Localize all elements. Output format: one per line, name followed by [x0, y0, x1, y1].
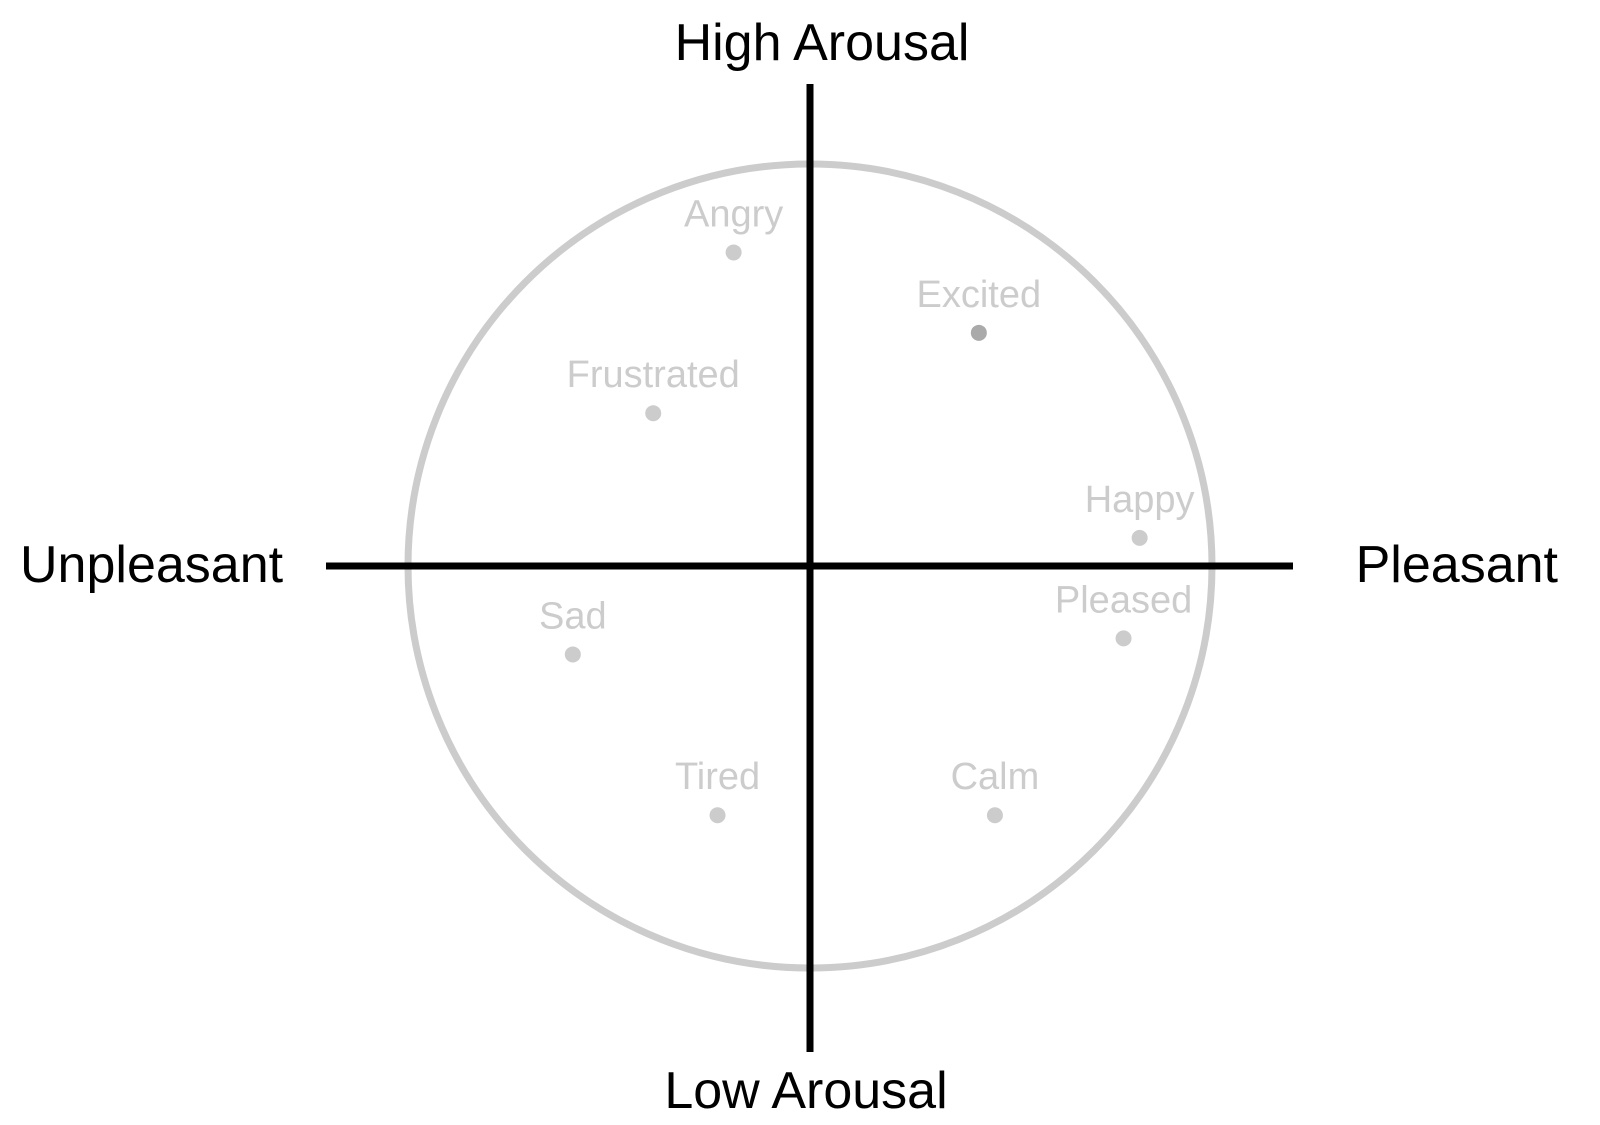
emotion-label-tired: Tired: [675, 756, 760, 798]
emotion-point-angry: [725, 244, 742, 261]
emotion-label-excited: Excited: [917, 274, 1042, 316]
pleasant-label: Pleasant: [1356, 536, 1559, 594]
emotion-point-frustrated: [645, 405, 662, 422]
emotion-label-pleased: Pleased: [1055, 579, 1192, 621]
high-arousal-label: High Arousal: [675, 14, 970, 72]
emotion-label-sad: Sad: [539, 595, 607, 637]
emotion-point-sad: [564, 646, 581, 663]
low-arousal-label: Low Arousal: [664, 1062, 947, 1120]
emotion-point-pleased: [1115, 630, 1132, 647]
emotion-point-happy: [1131, 529, 1148, 546]
emotion-label-angry: Angry: [684, 193, 783, 235]
emotion-label-frustrated: Frustrated: [567, 354, 740, 396]
unpleasant-label: Unpleasant: [20, 536, 284, 594]
emotion-point-calm: [986, 807, 1003, 824]
emotion-label-happy: Happy: [1085, 479, 1195, 521]
emotion-label-calm: Calm: [951, 756, 1040, 798]
emotion-point-excited: [970, 324, 987, 341]
emotion-point-tired: [709, 807, 726, 824]
